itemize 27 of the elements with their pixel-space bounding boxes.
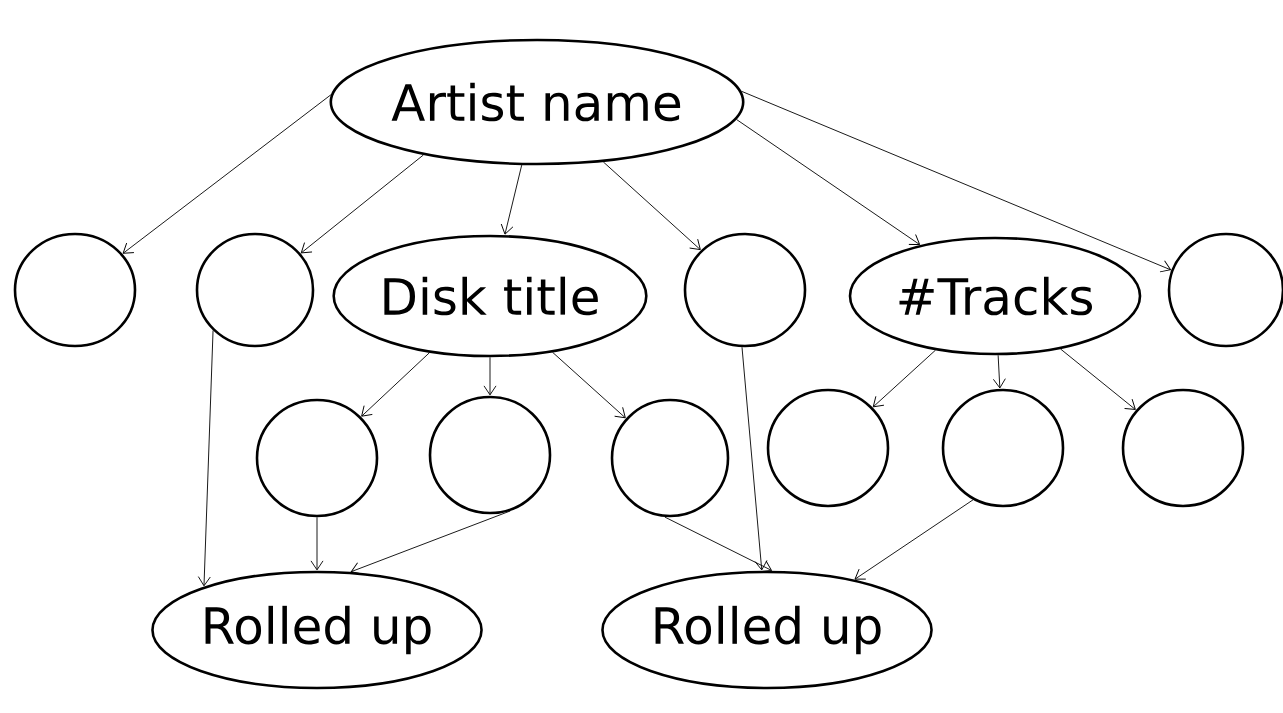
empty-circle	[610, 398, 730, 518]
arrow	[664, 516, 772, 573]
arrow	[1060, 348, 1136, 410]
empty-circle	[255, 398, 379, 518]
empty-circle	[195, 232, 315, 348]
arrow	[736, 119, 921, 245]
arrow	[602, 161, 701, 251]
empty-circle	[941, 388, 1065, 508]
arrow	[483, 356, 497, 396]
empty-circle	[13, 232, 137, 348]
arrow	[872, 349, 936, 408]
arrow	[350, 510, 511, 575]
empty-circle	[1121, 388, 1245, 508]
arrow	[500, 164, 523, 235]
arrow	[300, 154, 424, 254]
arrow	[310, 516, 324, 571]
empty-circle	[683, 232, 807, 348]
arrow	[741, 346, 768, 571]
arrow	[854, 499, 974, 580]
arrow	[992, 354, 1006, 389]
empty-circle	[428, 395, 552, 515]
arrow	[122, 94, 332, 254]
arrow	[552, 351, 626, 419]
arrow	[197, 330, 214, 587]
arrow	[741, 90, 1172, 273]
empty-circle	[766, 388, 890, 508]
arrow	[361, 352, 430, 417]
